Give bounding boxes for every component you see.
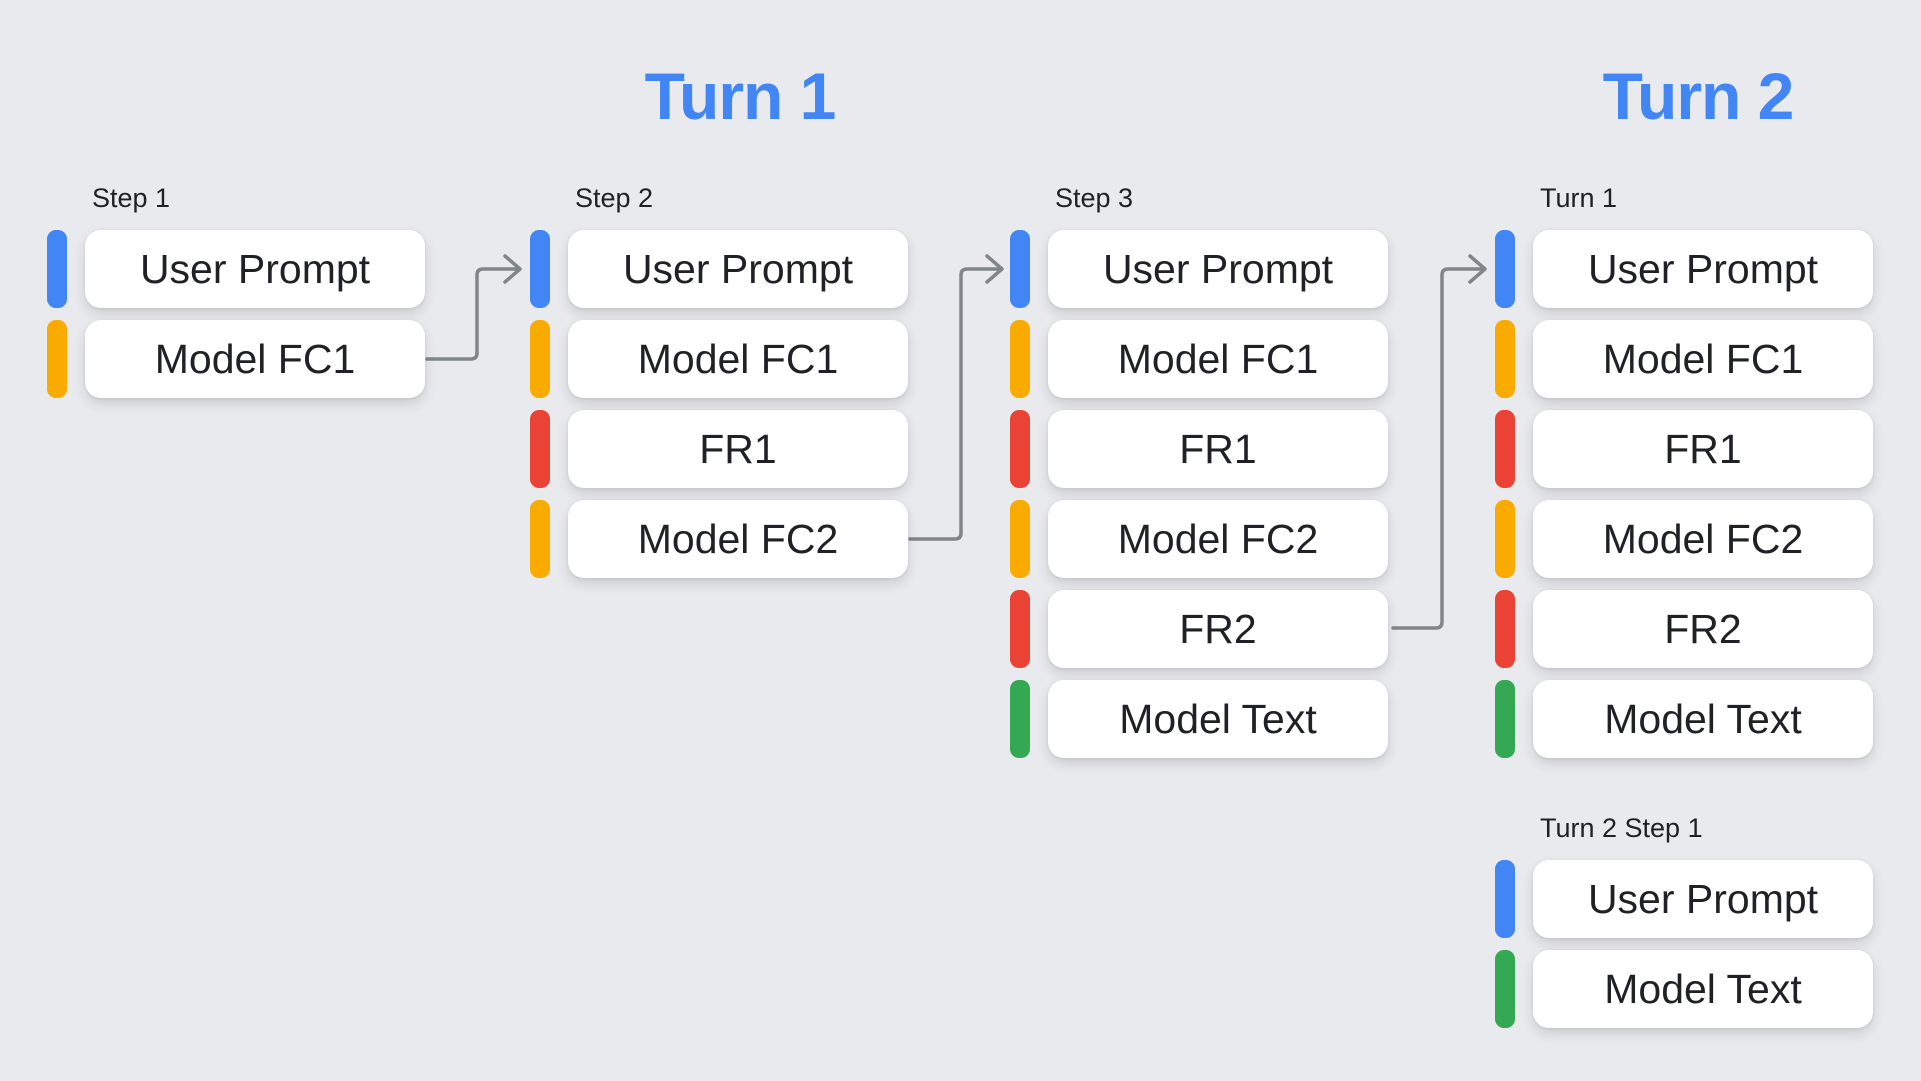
conversation-block: Model Text [1495,680,1873,758]
block-label: User Prompt [139,245,371,292]
block-label: Model Text [1604,695,1802,742]
user-prompt-block: User Prompt [1533,230,1873,308]
function-response-bar [1495,410,1515,488]
conversation-block: Model FC1 [47,320,425,398]
fr2-block: FR2 [1048,590,1388,668]
conversation-block: Model FC2 [530,500,908,578]
fr1-block: FR1 [1533,410,1873,488]
model-fc-bar [530,500,550,578]
model-fc2-block: Model FC2 [1533,500,1873,578]
group-step-1: Step 1 User Prompt Model FC1 [47,183,425,410]
block-label: Model Text [1604,965,1802,1012]
model-fc-bar [530,320,550,398]
model-fc2-block: Model FC2 [568,500,908,578]
model-fc-bar [1495,500,1515,578]
user-prompt-bar [1495,230,1515,308]
block-label: User Prompt [1587,245,1819,292]
block-label: Model FC1 [1117,335,1319,382]
block-label: FR1 [1179,425,1257,472]
block-label: Model FC1 [154,335,356,382]
conversation-block: FR1 [1010,410,1388,488]
conversation-block: User Prompt [1010,230,1388,308]
conversation-block: Model Text [1495,950,1873,1028]
model-fc-bar [47,320,67,398]
block-label: User Prompt [1102,245,1334,292]
user-prompt-block: User Prompt [568,230,908,308]
block-label: Model FC1 [1602,335,1804,382]
group-label: Step 3 [1055,183,1134,213]
model-text-block: Model Text [1048,680,1388,758]
function-response-bar [530,410,550,488]
conversation-block: Model FC1 [1495,320,1873,398]
fr2-block: FR2 [1533,590,1873,668]
model-fc1-block: Model FC1 [1048,320,1388,398]
block-label: Model FC2 [1602,515,1804,562]
block-label: Model FC2 [1117,515,1319,562]
block-label: Model FC1 [637,335,839,382]
model-fc1-block: Model FC1 [568,320,908,398]
conversation-block: Model FC1 [530,320,908,398]
conversation-block: User Prompt [1495,860,1873,938]
arrow-step3-to-turn1 [1391,254,1487,630]
user-prompt-block: User Prompt [85,230,425,308]
model-text-bar [1495,950,1515,1028]
conversation-block: User Prompt [530,230,908,308]
user-prompt-bar [1495,860,1515,938]
model-text-bar [1010,680,1030,758]
arrowhead-icon [1468,254,1487,284]
arrow-step2-to-step3 [908,254,1004,541]
conversation-block: User Prompt [1495,230,1873,308]
block-label: User Prompt [1587,875,1819,922]
function-response-bar [1495,590,1515,668]
turn-2-header: Turn 2 [1602,59,1795,133]
conversation-block: Model FC1 [1010,320,1388,398]
arrowhead-icon [503,254,522,284]
user-prompt-bar [530,230,550,308]
fr1-block: FR1 [1048,410,1388,488]
block-label: Model FC2 [637,515,839,562]
model-fc-bar [1010,320,1030,398]
user-prompt-block: User Prompt [1533,860,1873,938]
conversation-block: FR1 [1495,410,1873,488]
model-fc-bar [1495,320,1515,398]
user-prompt-block: User Prompt [1048,230,1388,308]
model-fc1-block: Model FC1 [1533,320,1873,398]
user-prompt-bar [1010,230,1030,308]
conversation-block: Model FC2 [1495,500,1873,578]
conversation-block: Model FC2 [1010,500,1388,578]
fr1-block: FR1 [568,410,908,488]
model-text-bar [1495,680,1515,758]
conversation-block: User Prompt [47,230,425,308]
model-fc-bar [1010,500,1030,578]
group-label: Step 1 [92,183,171,213]
model-text-block: Model Text [1533,680,1873,758]
model-fc1-block: Model FC1 [85,320,425,398]
block-label: FR2 [1664,605,1742,652]
group-label: Turn 2 Step 1 [1540,813,1703,843]
group-label: Turn 1 [1540,183,1618,213]
arrowhead-icon [985,254,1004,284]
group-label: Step 2 [575,183,654,213]
conversation-block: FR2 [1010,590,1388,668]
block-label: User Prompt [622,245,854,292]
group-turn-2-step-1: Turn 2 Step 1 User Prompt Model Text [1495,813,1873,1040]
block-label: FR2 [1179,605,1257,652]
conversation-block: FR1 [530,410,908,488]
block-label: FR1 [699,425,777,472]
model-fc2-block: Model FC2 [1048,500,1388,578]
model-text-block: Model Text [1533,950,1873,1028]
group-step-2: Step 2 User Prompt Model FC1 FR1 Model F… [530,183,908,590]
block-label: Model Text [1119,695,1317,742]
function-response-bar [1010,410,1030,488]
block-label: FR1 [1664,425,1742,472]
conversation-block: FR2 [1495,590,1873,668]
group-step-3: Step 3 User Prompt Model FC1 FR1 Model F… [1010,183,1388,770]
user-prompt-bar [47,230,67,308]
arrow-step1-to-step2 [425,254,522,361]
conversation-block: Model Text [1010,680,1388,758]
group-turn-1-history: Turn 1 User Prompt Model FC1 FR1 Model F… [1495,183,1873,770]
turn-1-header: Turn 1 [644,59,837,133]
function-response-bar [1010,590,1030,668]
